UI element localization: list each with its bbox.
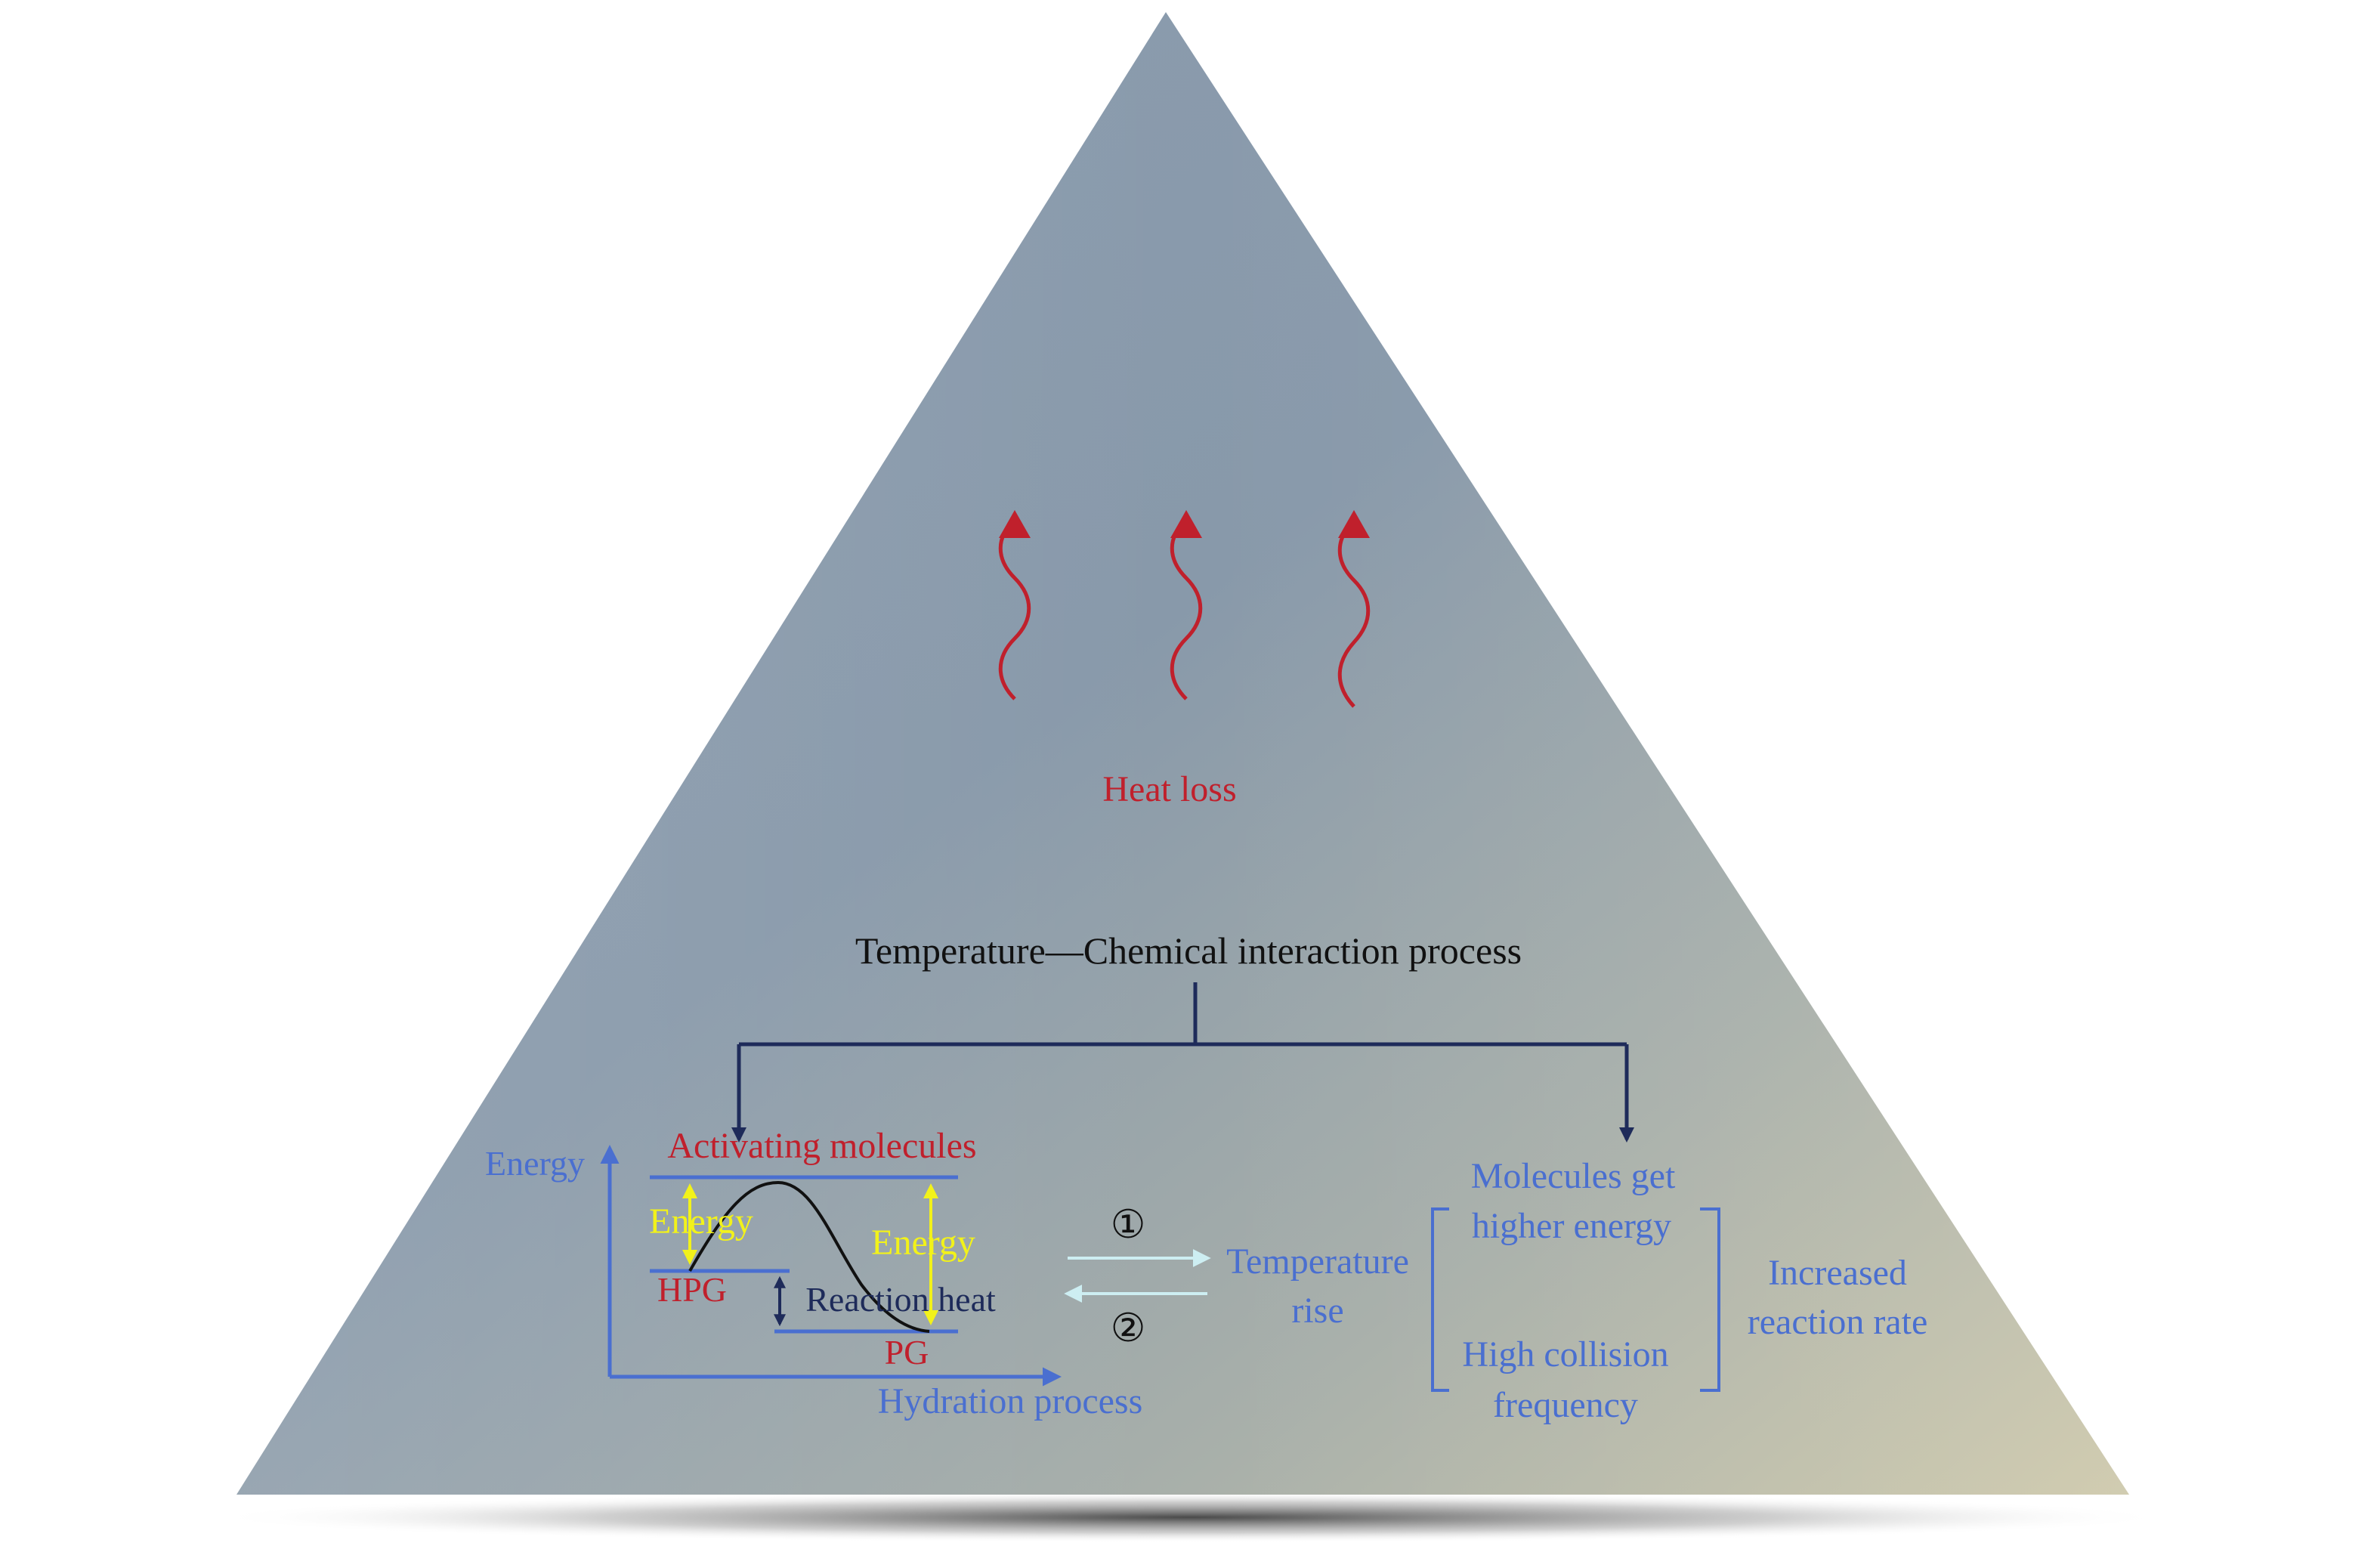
- increased-rate-line-2: reaction rate: [1748, 1302, 1928, 1342]
- heat-arrowhead-2: [1170, 510, 1202, 538]
- molecules-energy-line-2: higher energy: [1472, 1206, 1671, 1246]
- process-title: Temperature—Chemical interaction process: [855, 929, 1522, 972]
- increased-rate-line-1: Increased: [1768, 1253, 1907, 1293]
- heat-loss-label: Heat loss: [1102, 769, 1236, 809]
- heat-arrowhead-3: [1338, 510, 1370, 538]
- heat-wave-arrow-2: [1170, 520, 1203, 700]
- activating-molecules-label: Activating molecules: [667, 1126, 976, 1166]
- energy-axis-label: Energy: [485, 1144, 585, 1183]
- pg-label: PG: [885, 1333, 929, 1371]
- heat-wave-arrow-3: [1337, 520, 1371, 708]
- collision-frequency-line-1: High collision: [1462, 1334, 1668, 1374]
- heat-arrowheads: [999, 510, 1370, 538]
- base-shadow: [208, 1492, 2172, 1543]
- reaction-energy-curve: [688, 1180, 930, 1333]
- heat-arrowhead-1: [999, 510, 1031, 538]
- temperature-rise-line-1: Temperature: [1226, 1241, 1409, 1282]
- pyramid-highlight: [236, 12, 2129, 1495]
- reaction-heat-label: Reaction heat: [805, 1280, 996, 1319]
- step-2-marker: ②: [1111, 1307, 1146, 1350]
- step-1-marker: ①: [1111, 1204, 1146, 1247]
- hydration-axis-label: Hydration process: [878, 1381, 1143, 1421]
- hpg-label: HPG: [657, 1270, 727, 1309]
- left-bracket: [1431, 1207, 1449, 1392]
- energy-left-label: Energy: [649, 1201, 753, 1241]
- heat-wave-arrow-1: [998, 520, 1031, 700]
- activation-energy-arrows: [682, 1183, 938, 1325]
- collision-frequency-line-2: frequency: [1493, 1385, 1638, 1425]
- result-brackets: [1431, 1207, 1720, 1392]
- energy-right-label: Energy: [871, 1223, 975, 1263]
- heat-wave-arrows: [998, 520, 1371, 708]
- energy-diagram-axes: [600, 1145, 1062, 1387]
- right-bracket: [1700, 1207, 1720, 1392]
- temperature-rise-line-2: rise: [1291, 1291, 1343, 1331]
- molecules-energy-line-1: Molecules get: [1471, 1156, 1676, 1196]
- process-branch-connector: [731, 982, 1634, 1142]
